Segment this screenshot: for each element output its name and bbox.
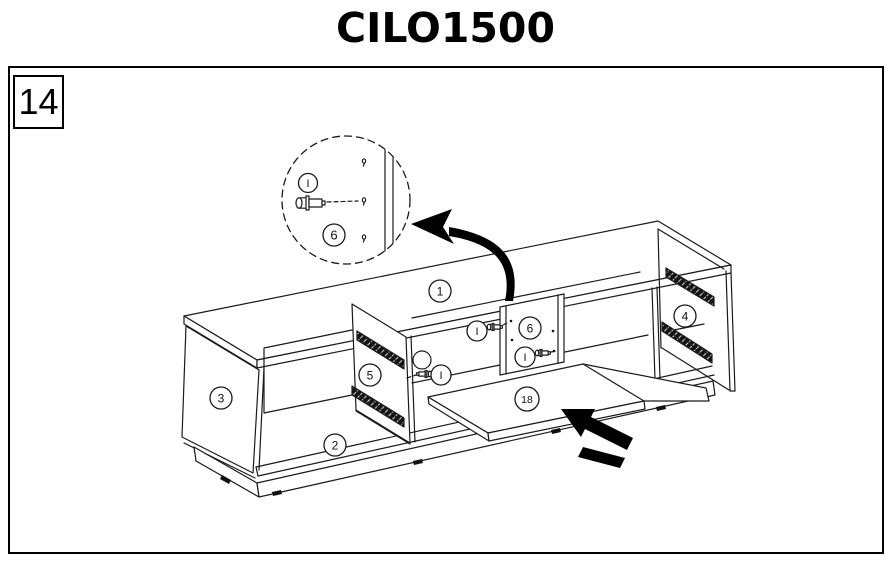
svg-text:18: 18 (521, 394, 533, 406)
drawer-slide-rail (356, 330, 405, 370)
svg-text:3: 3 (218, 392, 225, 406)
cable-hole (412, 350, 432, 370)
fastener-callout-label: I (475, 326, 478, 338)
part-callout-5: 5 (358, 363, 382, 387)
step-number: 14 (18, 81, 59, 122)
detail-fastener-label: I (306, 178, 309, 190)
drawer-slide-rail (351, 385, 405, 428)
svg-text:5: 5 (367, 369, 374, 383)
right-side-panel (657, 228, 736, 392)
fastener-callout-label: I (523, 352, 526, 364)
shelf-18 (427, 363, 710, 442)
cam-bolt-icon (416, 369, 433, 379)
svg-text:6: 6 (527, 322, 534, 336)
part-callouts: 1 2 3 4 5 6 18 (209, 279, 697, 457)
part-callout-6: 6 (518, 316, 542, 340)
top-panel (183, 220, 732, 369)
detail-part-label: 6 (330, 228, 337, 243)
drawer-slide-rail (661, 321, 713, 364)
foot (656, 405, 666, 411)
foot (551, 428, 561, 434)
part-callout-2: 2 (323, 433, 347, 457)
insert-direction-arrow (561, 409, 633, 468)
part-callout-4: 4 (673, 304, 697, 328)
pilot-hole (361, 158, 367, 167)
cam-bolt-icon (295, 195, 326, 211)
drawer-slide-rail (665, 267, 715, 307)
step-number-box: 14 (13, 75, 64, 129)
part-callout-18: 18 (514, 386, 540, 412)
cam-bolt-icon (486, 322, 503, 332)
detail-zoom-circle: I 6 (281, 135, 411, 265)
fastener-callouts: I I I (406, 320, 558, 386)
right-divider (651, 286, 661, 381)
foot (272, 490, 282, 496)
foot (220, 475, 231, 484)
fastener-callout-label: I (439, 370, 442, 382)
foot (413, 459, 423, 465)
svg-text:4: 4 (682, 310, 689, 324)
pilot-hole (361, 197, 367, 206)
cam-bolt-icon (534, 348, 551, 358)
page-title: CILO1500 (336, 4, 555, 52)
svg-text:1: 1 (437, 285, 444, 299)
zoom-curved-arrow (411, 209, 515, 301)
svg-text:2: 2 (332, 439, 339, 453)
part-callout-1: 1 (428, 279, 452, 303)
part-callout-3: 3 (209, 386, 233, 410)
pilot-hole (361, 234, 367, 243)
